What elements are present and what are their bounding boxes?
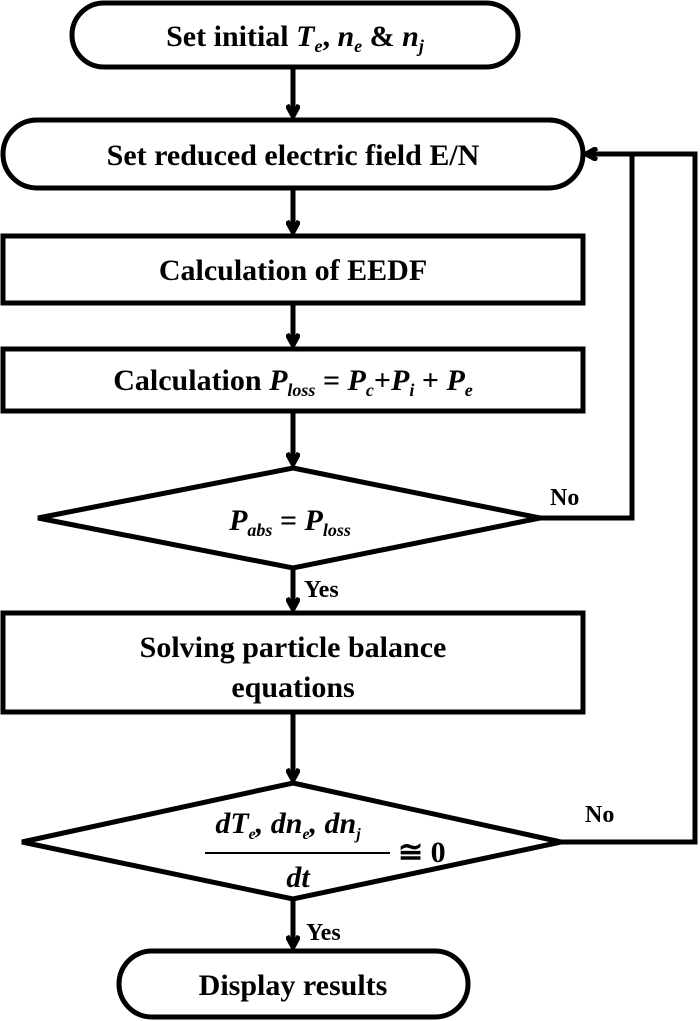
ploss-label: Calculation Ploss = Pc+Pi + Pe [113, 364, 473, 400]
balance-label-line2: equations [231, 671, 354, 704]
decision2-numerator: dTe, dne, dnj [215, 807, 361, 843]
set-field-node: Set reduced electric field E/N [0, 117, 586, 191]
start-label: Set initial Te, ne & nj [166, 20, 425, 56]
yes-label-2: Yes [306, 920, 341, 946]
eedf-node: Calculation of EEDF [0, 233, 586, 306]
eedf-label: Calculation of EEDF [159, 254, 427, 287]
decision1-node: Pabs = Ploss [37, 465, 541, 571]
start-node: Set initial Te, ne & nj [69, 0, 521, 70]
decision2-node: dTe, dne, dnj dt ≅ 0 [21, 780, 562, 902]
no-loop-arrow-1 [540, 154, 635, 521]
end-label: Display results [199, 969, 388, 1002]
balance-node: Solving particle balance equations [0, 610, 586, 715]
set-field-label: Set reduced electric field E/N [107, 139, 480, 172]
no-label-1: No [550, 485, 579, 511]
decision1-label: Pabs = Ploss [228, 504, 351, 540]
balance-label-line1: Solving particle balance [140, 631, 447, 664]
decision2-approx: ≅ 0 [398, 836, 446, 869]
no-label-2: No [585, 802, 614, 828]
yes-label-1: Yes [304, 577, 339, 603]
no-loop-arrow-2 [561, 151, 698, 845]
end-node: Display results [116, 948, 471, 1020]
ploss-node: Calculation Ploss = Pc+Pi + Pe [0, 346, 586, 414]
decision2-denominator: dt [286, 861, 311, 894]
